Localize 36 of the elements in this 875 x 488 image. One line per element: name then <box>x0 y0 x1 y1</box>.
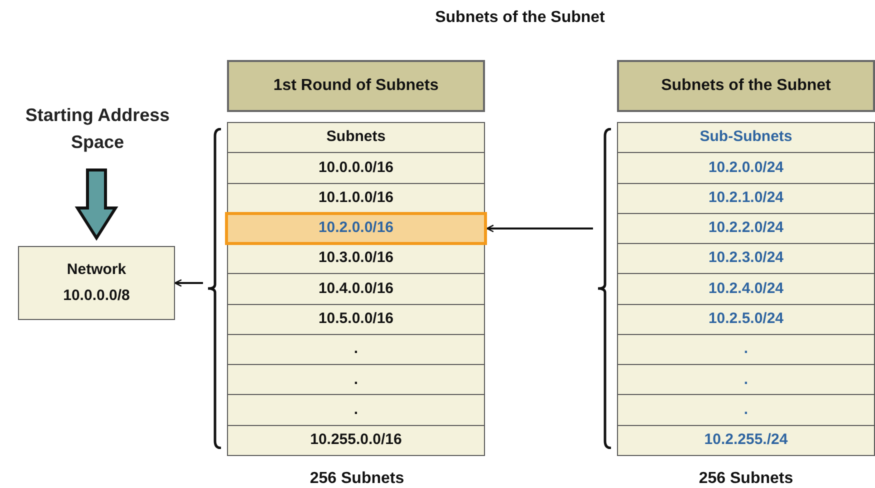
address-text: 10.2.255./24 <box>704 430 788 450</box>
address-text: . <box>354 370 358 390</box>
address-text: 10.2.5.0/24 <box>708 309 784 329</box>
count-label: 256 Subnets <box>698 469 794 488</box>
address-text: 10.2.0.0/16 <box>318 218 394 238</box>
diagram-title: Subnets of the Subnet <box>434 8 606 28</box>
block-arrow <box>74 168 118 241</box>
address-text: 10.2.3.0/24 <box>708 248 784 268</box>
arrow <box>174 279 203 287</box>
count-label: 256 Subnets <box>308 469 406 488</box>
address-text: . <box>744 400 748 420</box>
header-text: Subnets of the Subnet <box>661 76 831 96</box>
address-text: 10.2.1.0/24 <box>708 188 784 208</box>
arrow <box>486 224 593 232</box>
header-box <box>617 60 875 112</box>
address-text: 10.255.0.0/16 <box>310 430 402 450</box>
network-text: 10.0.0.0/8 <box>63 286 130 306</box>
network-box <box>18 246 175 320</box>
caption-text: Starting Address Space <box>24 104 171 154</box>
address-text: 10.5.0.0/16 <box>318 309 394 329</box>
address-text: 10.3.0.0/16 <box>318 248 394 268</box>
address-text: . <box>354 400 358 420</box>
address-text: 10.2.0.0/24 <box>708 158 784 178</box>
header-box <box>227 60 485 112</box>
address-text: . <box>744 370 748 390</box>
header-text: 1st Round of Subnets <box>273 76 439 96</box>
address-text: 10.4.0.0/16 <box>318 278 394 299</box>
address-text: . <box>354 339 358 360</box>
address-text: 10.2.4.0/24 <box>708 278 784 299</box>
address-text: Sub-Subnets <box>700 127 792 148</box>
address-text: Subnets <box>326 127 386 148</box>
address-text: . <box>744 339 748 360</box>
address-text: 10.2.2.0/24 <box>708 218 784 238</box>
network-text: Network <box>66 260 126 280</box>
address-text: 10.1.0.0/16 <box>318 188 394 208</box>
address-text: 10.0.0.0/16 <box>318 158 394 178</box>
